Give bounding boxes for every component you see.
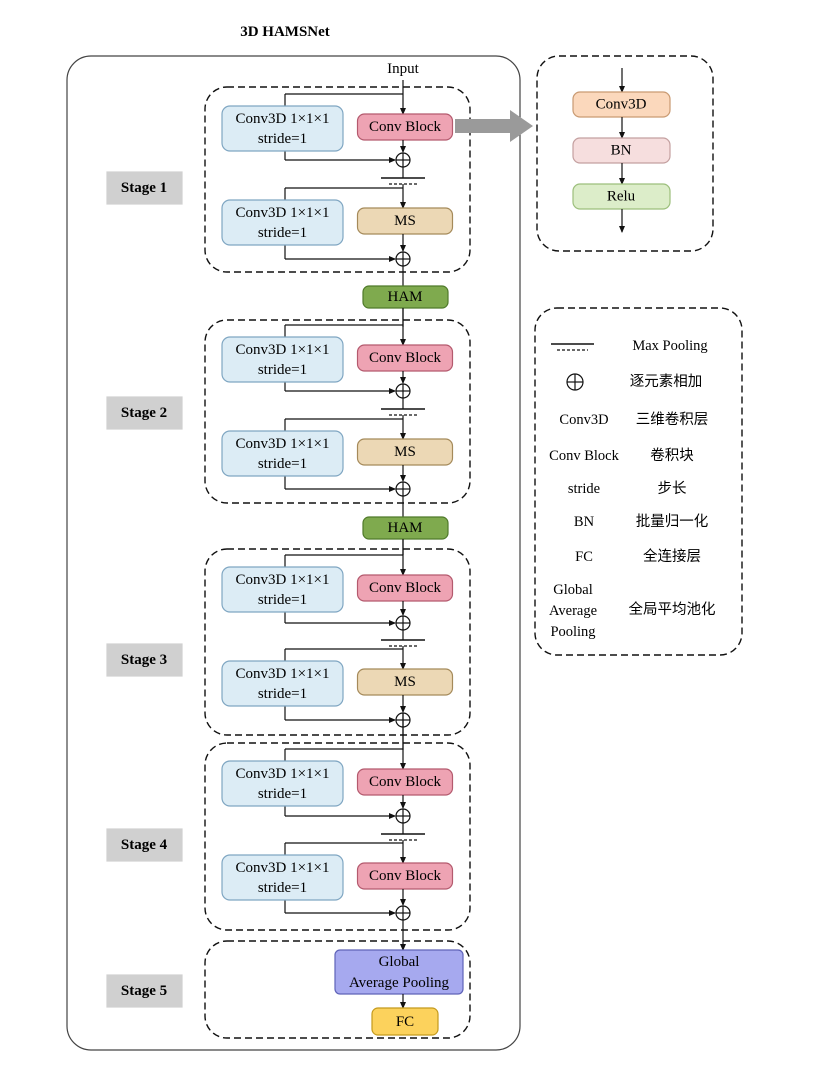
ms-box	[356, 668, 454, 696]
legend-meaning: Max Pooling	[632, 338, 707, 354]
stage-label-box	[106, 643, 183, 677]
fc-box	[371, 1007, 439, 1036]
conv-block-label: Conv Block	[369, 868, 442, 884]
ham-box	[362, 516, 449, 540]
legend-term: Global	[553, 582, 592, 598]
ms-box	[356, 438, 454, 466]
input-label: Input	[387, 61, 419, 77]
conv-block-label: Conv Block	[369, 774, 442, 790]
stride-label: stride=1	[258, 686, 307, 702]
stage-label: Stage 1	[121, 180, 167, 196]
conv-block-box	[356, 862, 454, 890]
legend-panel	[534, 307, 743, 656]
stage-container	[204, 548, 471, 736]
stride-label: stride=1	[258, 880, 307, 896]
stride-label: stride=1	[258, 592, 307, 608]
global-average-pooling-label: Global	[379, 954, 420, 970]
ms-label: MS	[394, 213, 416, 229]
legend-meaning: 步长	[658, 480, 687, 497]
stage-label-box	[106, 396, 183, 430]
legend-meaning: 批量归一化	[636, 513, 709, 530]
stage-label: Stage 3	[121, 652, 167, 668]
conv-block-label: Conv Block	[369, 350, 442, 366]
stage-container	[204, 742, 471, 931]
conv3d-skip-box	[221, 336, 344, 383]
stage-label-box	[106, 171, 183, 205]
conv-block-label: Conv Block	[369, 580, 442, 596]
stage-label-box	[106, 974, 183, 1008]
stage-label: Stage 5	[121, 983, 167, 999]
conv3d-skip-box	[221, 430, 344, 477]
global-average-pooling-box	[334, 949, 464, 995]
legend-term: Average	[549, 603, 597, 619]
conv3d-skip-box	[221, 660, 344, 707]
legend-meaning: 全连接层	[643, 547, 701, 565]
conv-block-box	[356, 113, 454, 141]
conv3d-skip-label: Conv3D 1×1×1	[235, 666, 329, 682]
stage-container	[204, 940, 471, 1039]
stage-container	[204, 319, 471, 504]
conv-block-box	[356, 574, 454, 602]
legend-term: Conv3D	[559, 412, 608, 428]
conv3d-skip-label: Conv3D 1×1×1	[235, 436, 329, 452]
legend-term: FC	[575, 549, 593, 565]
ms-box	[356, 207, 454, 235]
legend-term: BN	[574, 514, 595, 530]
ms-label: MS	[394, 674, 416, 690]
conv3d-detail-label: Conv3D	[596, 97, 647, 113]
legend-term: stride	[568, 481, 600, 497]
conv3d-skip-box	[221, 760, 344, 807]
conv3d-skip-label: Conv3D 1×1×1	[235, 205, 329, 221]
stage-container	[204, 86, 471, 273]
ham-label: HAM	[387, 520, 422, 536]
stride-label: stride=1	[258, 456, 307, 472]
ms-label: MS	[394, 444, 416, 460]
stage-label: Stage 2	[121, 405, 167, 421]
conv3d-skip-box	[221, 105, 344, 152]
fc-label: FC	[396, 1014, 414, 1030]
conv-block-box	[356, 768, 454, 796]
ham-label: HAM	[387, 289, 422, 305]
diagram-title: 3D HAMSNet	[240, 24, 330, 40]
conv3d-skip-label: Conv3D 1×1×1	[235, 860, 329, 876]
conv3d-skip-box	[221, 199, 344, 246]
stride-label: stride=1	[258, 131, 307, 147]
conv3d-skip-label: Conv3D 1×1×1	[235, 111, 329, 127]
stride-label: stride=1	[258, 786, 307, 802]
network-frame	[66, 55, 521, 1051]
conv3d-skip-box	[221, 566, 344, 613]
conv3d-skip-label: Conv3D 1×1×1	[235, 766, 329, 782]
conv3d-skip-label: Conv3D 1×1×1	[235, 572, 329, 588]
global-average-pooling-label: Average Pooling	[349, 975, 450, 991]
conv-block-label: Conv Block	[369, 119, 442, 135]
stride-label: stride=1	[258, 225, 307, 241]
ham-box	[362, 285, 449, 309]
conv3d-skip-box	[221, 854, 344, 901]
expand-arrow	[455, 110, 533, 142]
stage-label: Stage 4	[121, 837, 168, 853]
legend-meaning: 全局平均池化	[629, 600, 716, 618]
conv-block-box	[356, 344, 454, 372]
bn-detail-label: BN	[611, 143, 632, 159]
stride-label: stride=1	[258, 362, 307, 378]
stage-label-box	[106, 828, 183, 862]
legend-meaning: 三维卷积层	[636, 411, 709, 428]
relu-detail-label: Relu	[607, 189, 636, 205]
conv3d-skip-label: Conv3D 1×1×1	[235, 342, 329, 358]
legend-meaning: 卷积块	[650, 447, 694, 464]
legend-meaning: 逐元素相加	[630, 373, 703, 390]
legend-term: Pooling	[550, 624, 595, 640]
conv-block-detail-panel	[536, 55, 714, 252]
legend-term: Conv Block	[549, 448, 619, 464]
